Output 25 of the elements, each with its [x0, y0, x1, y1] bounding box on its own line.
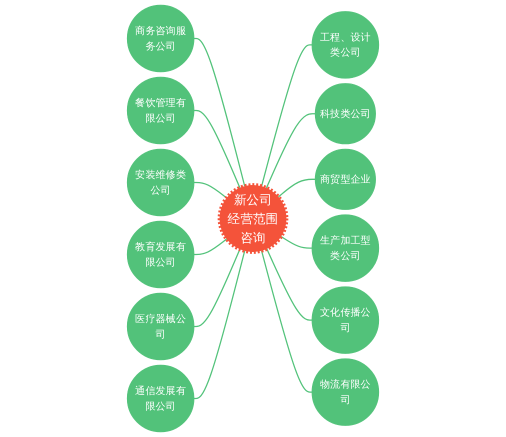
connector — [278, 178, 316, 198]
connector — [266, 113, 316, 188]
connector — [194, 38, 246, 186]
node-circle: 生产加工型类公司 — [312, 214, 380, 282]
connector — [280, 236, 312, 249]
connector — [260, 250, 312, 393]
node-circle: 餐饮管理有限公司 — [126, 76, 194, 144]
connector — [194, 182, 228, 198]
connector — [194, 250, 246, 400]
connector — [194, 249, 240, 328]
node-circle: 医疗器械公司 — [126, 292, 194, 360]
connector — [260, 44, 312, 186]
node-circle: 教育发展有限公司 — [126, 220, 194, 288]
node-circle: 安装维修类公司 — [126, 148, 194, 216]
connector — [194, 238, 228, 256]
node-circle: 文化传播公司 — [312, 286, 380, 354]
node-circle: 工程、设计类公司 — [312, 11, 380, 79]
connector — [194, 110, 240, 188]
node-circle: 科技类公司 — [314, 83, 376, 144]
node-circle: 通信发展有限公司 — [126, 364, 194, 432]
connector — [266, 248, 312, 321]
node-circle: 商务咨询服务公司 — [126, 4, 194, 72]
node-circle: 新公司 经营范围咨询 — [218, 183, 288, 254]
node-circle: 物流有限公司 — [312, 358, 380, 426]
node-circle: 商贸型企业 — [314, 148, 376, 210]
